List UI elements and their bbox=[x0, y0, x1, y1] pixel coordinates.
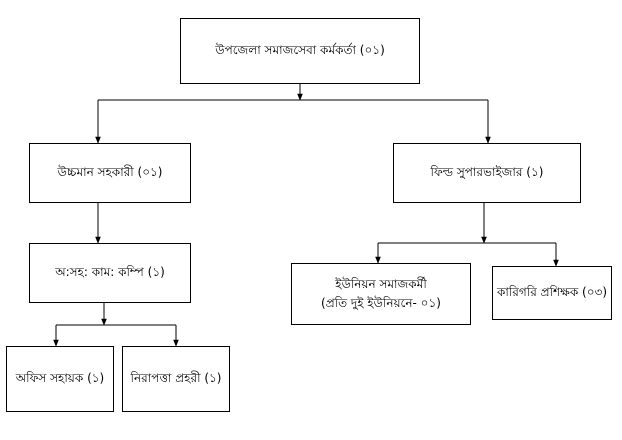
node-union-social-worker: ইউনিয়ন সমাজকর্মী (প্রতি দুই ইউনিয়নে- ০… bbox=[291, 263, 471, 325]
node-office-assistant: অফিস সহায়ক (১) bbox=[6, 346, 114, 412]
node-uchchoman-sohokari: উচ্চমান সহকারী (০১) bbox=[29, 143, 191, 203]
node-security-guard: নিরাপত্তা প্রহরী (১) bbox=[122, 346, 230, 412]
node-os-kam-kompi: অ:সহ: কাম: কম্পি (১) bbox=[29, 243, 191, 303]
node-karigori-proshikkhok: কারিগরি প্রশিক্ষক (০৩) bbox=[492, 266, 612, 320]
node-label-line2: (প্রতি দুই ইউনিয়নে- ০১) bbox=[321, 296, 441, 310]
node-upazila-officer: উপজেলা সমাজসেবা কর্মকর্তা (০১) bbox=[180, 18, 420, 84]
node-field-supervisor: ফিল্ড সুপারভাইজার (১) bbox=[393, 143, 581, 203]
node-label-line1: ইউনিয়ন সমাজকর্মী bbox=[335, 276, 427, 291]
node-label: অফিস সহায়ক (১) bbox=[15, 371, 105, 386]
node-label: কারিগরি প্রশিক্ষক (০৩) bbox=[496, 285, 607, 300]
node-label: উপজেলা সমাজসেবা কর্মকর্তা (০১) bbox=[215, 43, 385, 58]
node-label: অ:সহ: কাম: কম্পি (১) bbox=[55, 265, 165, 280]
node-label: নিরাপত্তা প্রহরী (১) bbox=[130, 371, 222, 386]
node-label: উচ্চমান সহকারী (০১) bbox=[57, 165, 163, 180]
node-label: ফিল্ড সুপারভাইজার (১) bbox=[430, 165, 544, 180]
